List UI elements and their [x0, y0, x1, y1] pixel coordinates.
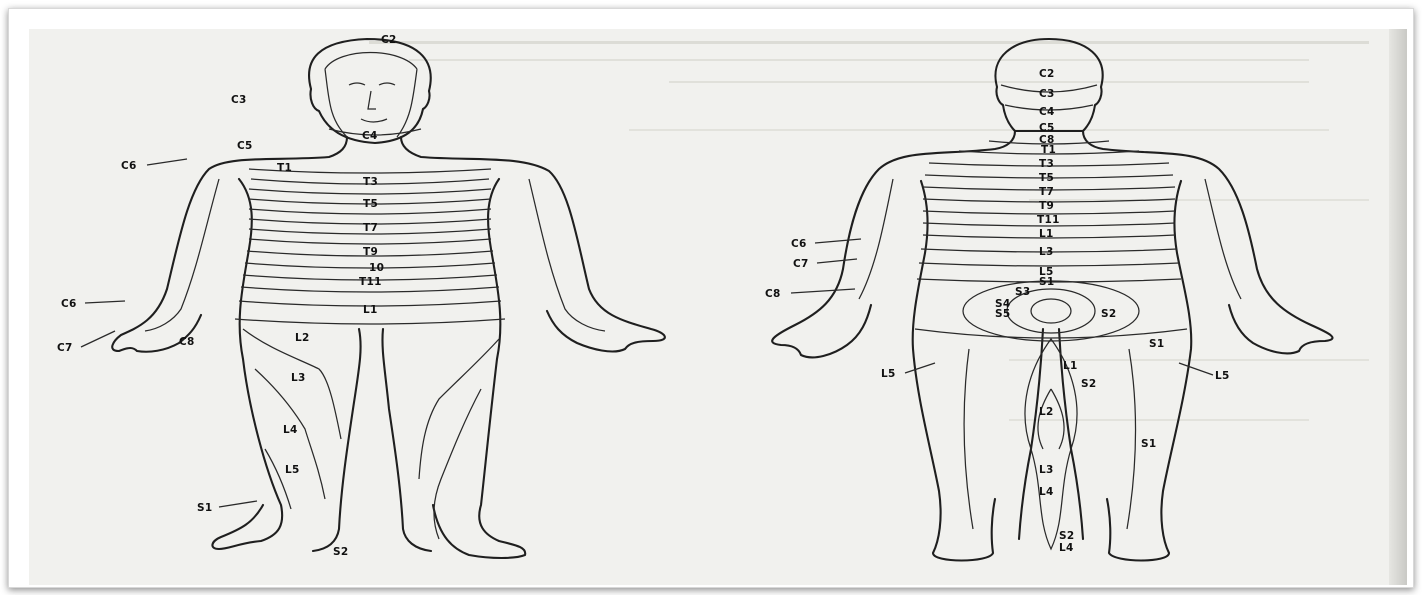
front-label-l2: L2 — [295, 332, 310, 344]
front-leg-line-l2 — [243, 329, 341, 439]
front-face-features — [349, 83, 395, 122]
back-label-s2-leg: S2 — [1081, 378, 1096, 390]
front-label-c4: C4 — [362, 130, 378, 142]
back-label-l1: L1 — [1039, 228, 1054, 240]
back-label-l1-leg: L1 — [1063, 360, 1078, 372]
image-frame: C2 C3 C4 C5 C6 T1 T3 T5 T7 T9 10 T11 L1 … — [8, 8, 1414, 588]
back-leader-c8 — [791, 289, 855, 293]
front-label-c5: C5 — [237, 140, 253, 152]
back-label-l3: L3 — [1039, 246, 1054, 258]
back-label-s5: S5 — [995, 308, 1010, 320]
back-label-c4: C4 — [1039, 106, 1055, 118]
back-label-t9: T9 — [1039, 200, 1054, 212]
front-neck-shoulders — [112, 137, 347, 352]
back-label-l3-leg: L3 — [1039, 464, 1054, 476]
front-labels: C2 C3 C4 C5 C6 T1 T3 T5 T7 T9 10 T11 L1 … — [57, 34, 397, 558]
back-label-c2: C2 — [1039, 68, 1055, 80]
back-arm-line-left — [859, 179, 893, 299]
front-label-c2: C2 — [381, 34, 397, 46]
front-label-c7: C7 — [57, 342, 73, 354]
back-label-l5-right: L5 — [1215, 370, 1230, 382]
front-label-l4: L4 — [283, 424, 298, 436]
front-band-7 — [249, 239, 491, 244]
dermatome-svg: C2 C3 C4 C5 C6 T1 T3 T5 T7 T9 10 T11 L1 … — [29, 29, 1407, 585]
back-label-c3: C3 — [1039, 88, 1055, 100]
back-label-s1-right: S1 — [1149, 338, 1164, 350]
front-legs-inner — [313, 329, 431, 551]
back-label-t11: T11 — [1037, 214, 1060, 226]
front-label-l3: L3 — [291, 372, 306, 384]
front-label-c6-hand: C6 — [61, 298, 77, 310]
front-leg-line-l5 — [434, 389, 481, 539]
back-label-l2-leg: L2 — [1039, 406, 1054, 418]
back-label-c7: C7 — [793, 258, 809, 270]
front-label-t3: T3 — [363, 176, 378, 188]
front-label-t7: T7 — [363, 222, 378, 234]
front-label-t1: T1 — [277, 162, 292, 174]
back-label-l4-foot: L4 — [1059, 542, 1074, 554]
front-torso — [212, 179, 525, 558]
front-right-arm — [401, 137, 665, 351]
front-label-s2: S2 — [333, 546, 348, 558]
back-leader-c7 — [817, 259, 857, 263]
back-label-t1: T1 — [1041, 144, 1056, 156]
back-label-s2: S2 — [1101, 308, 1116, 320]
back-label-t3: T3 — [1039, 158, 1054, 170]
back-label-s1-leg: S1 — [1141, 438, 1156, 450]
back-label-l4-leg: L4 — [1039, 486, 1054, 498]
front-leader-c6-hand — [85, 301, 125, 303]
front-label-t11: T11 — [359, 276, 382, 288]
back-label-s2-foot: S2 — [1059, 530, 1074, 542]
front-leader-s1 — [219, 501, 257, 507]
front-figure — [112, 39, 665, 558]
back-leg-line-left — [964, 349, 973, 529]
front-label-t9: T9 — [363, 246, 378, 258]
front-band-l1 — [235, 319, 505, 324]
front-label-s1: S1 — [197, 502, 212, 514]
front-label-c3: C3 — [231, 94, 247, 106]
bleed-through-text — [369, 41, 1369, 421]
back-label-l5-left: L5 — [881, 368, 896, 380]
back-sacral-ring-1 — [1031, 299, 1071, 323]
back-label-t5: T5 — [1039, 172, 1054, 184]
front-arm-line-left — [145, 179, 219, 331]
back-leader-l5-right — [1179, 363, 1213, 375]
front-leader-c6 — [147, 159, 187, 165]
back-leader-c6 — [815, 239, 861, 243]
back-label-s1: S1 — [1039, 276, 1054, 288]
back-labels: C2 C3 C4 C5 C8 T1 T3 T5 T7 T9 T11 L1 L3 … — [765, 68, 1230, 554]
back-leg-line-right — [1127, 349, 1136, 529]
front-band-2 — [249, 189, 491, 194]
front-label-t5: T5 — [363, 198, 378, 210]
dermatome-diagram: C2 C3 C4 C5 C6 T1 T3 T5 T7 T9 10 T11 L1 … — [29, 29, 1407, 585]
back-label-c5: C5 — [1039, 122, 1055, 134]
back-label-t7: T7 — [1039, 186, 1054, 198]
back-label-c6: C6 — [791, 238, 807, 250]
back-label-s3: S3 — [1015, 286, 1030, 298]
front-label-t10: 10 — [369, 262, 384, 274]
back-arm-line-right — [1205, 179, 1241, 299]
front-label-l1: L1 — [363, 304, 378, 316]
front-label-c8: C8 — [179, 336, 195, 348]
front-leader-c7 — [81, 331, 115, 347]
front-label-c6: C6 — [121, 160, 137, 172]
back-leader-l5-left — [905, 363, 935, 373]
front-label-l5: L5 — [285, 464, 300, 476]
back-label-c8-arm: C8 — [765, 288, 781, 300]
